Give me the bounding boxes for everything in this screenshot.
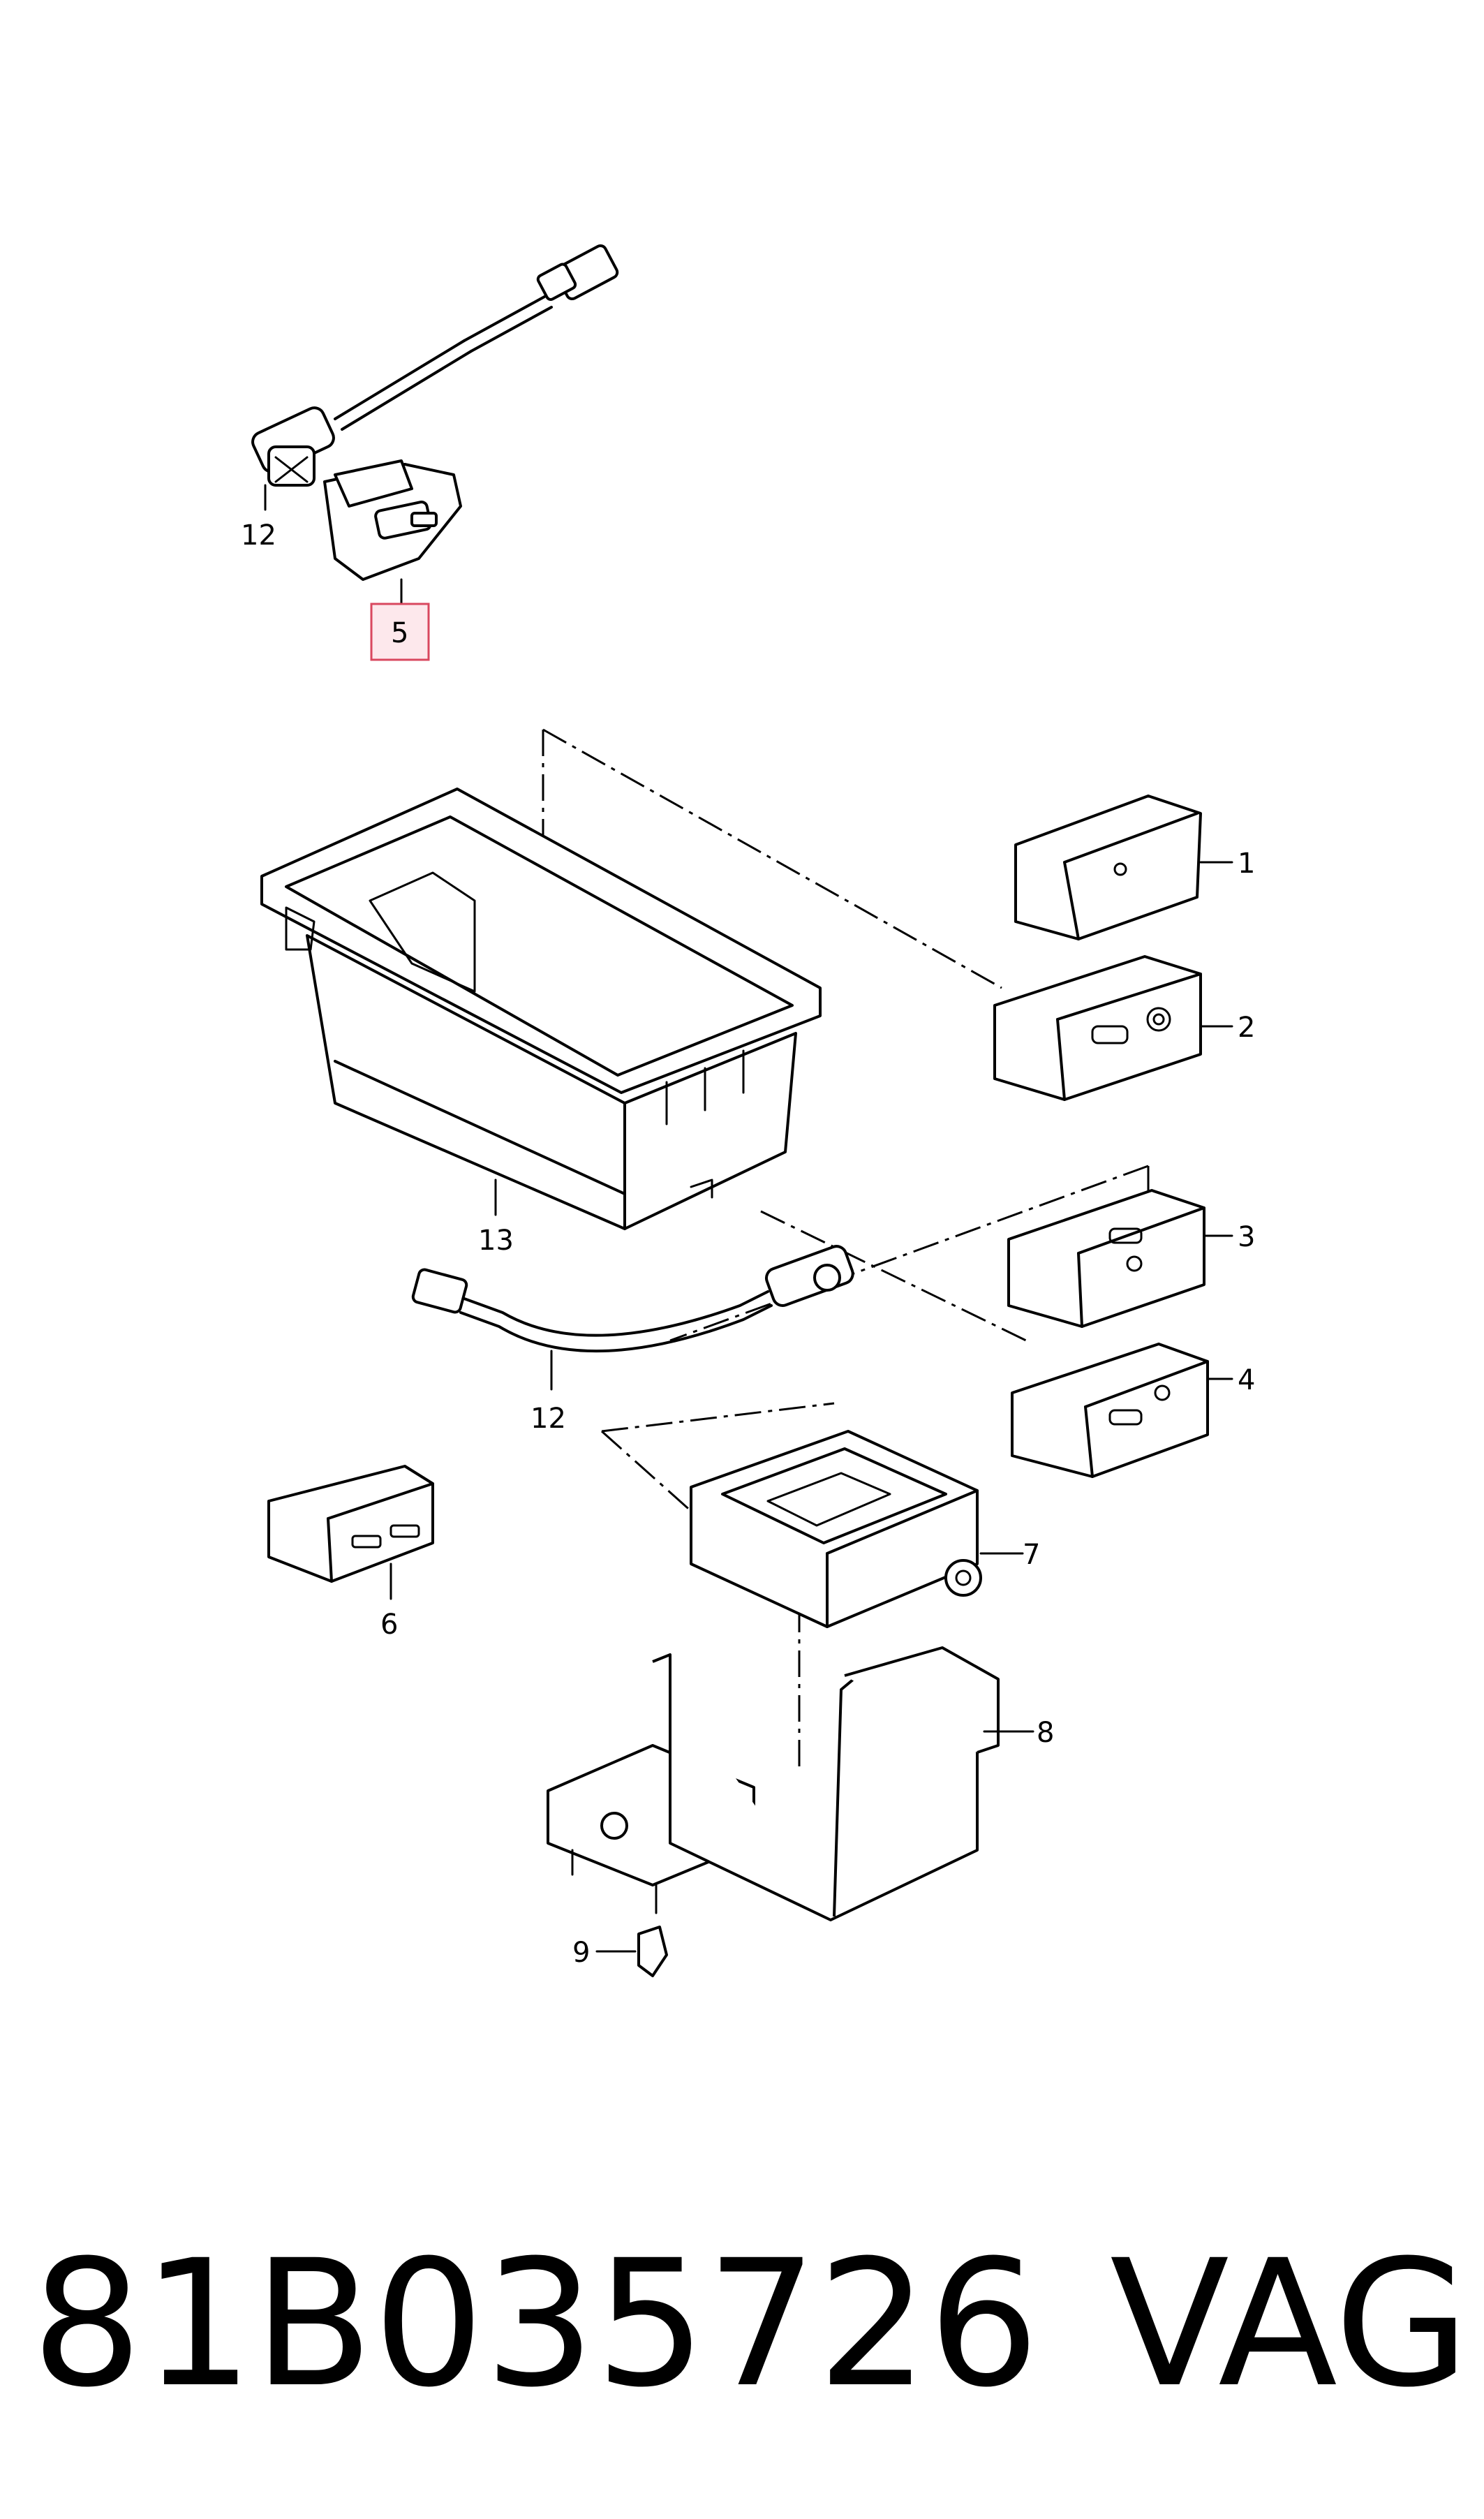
control-unit-7 <box>690 1430 1024 1628</box>
brand: VAG <box>1110 2222 1469 2425</box>
callout-7: 7 <box>1023 1539 1040 1571</box>
callout-12-top: 12 <box>241 519 276 552</box>
usb-socket-5 <box>323 459 462 605</box>
callout-3: 3 <box>1238 1221 1255 1253</box>
usb-module-6 <box>267 1465 434 1600</box>
callout-1: 1 <box>1238 848 1255 880</box>
callout-4: 4 <box>1238 1364 1255 1396</box>
callout-8: 8 <box>1037 1717 1054 1749</box>
cable-assembly-middle <box>411 1245 854 1391</box>
clip-9 <box>595 1926 668 1977</box>
callout-9: 9 <box>572 1937 590 1969</box>
socket-module-4 <box>1011 1343 1233 1478</box>
callout-13: 13 <box>478 1225 514 1257</box>
callout-6: 6 <box>380 1609 398 1641</box>
part-number: 81B035726 <box>31 2222 1039 2425</box>
cable-assembly-top <box>251 244 619 511</box>
mounting-bracket-8 <box>547 1646 1034 1921</box>
storage-tray-13 <box>260 788 822 1230</box>
socket-module-1 <box>1014 795 1233 940</box>
socket-module-3 <box>1007 1189 1233 1328</box>
callout-2: 2 <box>1238 1012 1255 1044</box>
socket-module-2 <box>993 955 1233 1101</box>
callout-5: 5 <box>391 617 408 649</box>
callout-12-middle: 12 <box>530 1403 566 1435</box>
callout-5-highlight <box>370 603 430 661</box>
